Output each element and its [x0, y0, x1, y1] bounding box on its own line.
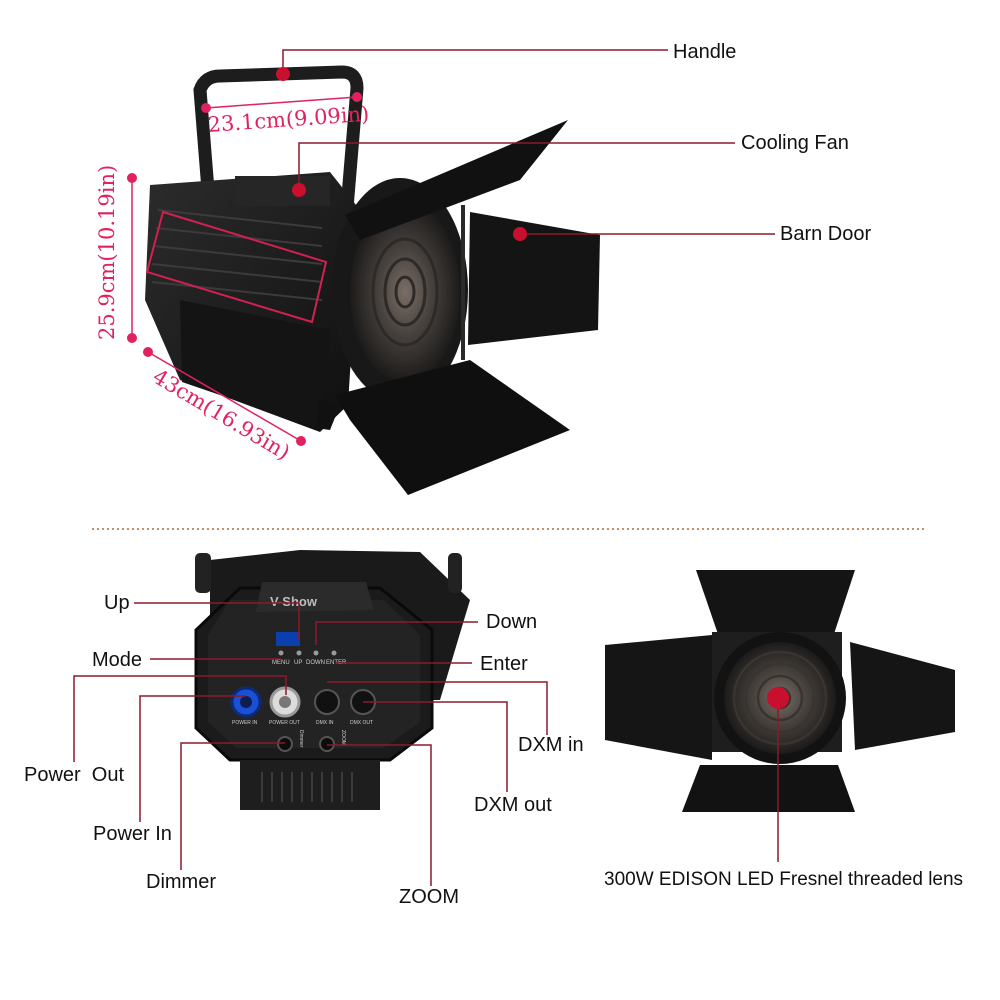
- panel-dimmer-text: Dimmer: [298, 730, 304, 748]
- panel-power-in-text: POWER IN: [232, 720, 258, 726]
- panel-dmx-out-text: DMX OUT: [350, 720, 373, 726]
- callout-markers: [276, 67, 789, 709]
- label-cooling-fan: Cooling Fan: [741, 132, 849, 154]
- label-dimmer: Dimmer: [146, 871, 216, 893]
- label-enter: Enter: [480, 653, 528, 675]
- panel-markings: V-Show MENU UP DOWN ENTER POWER IN POWER…: [232, 594, 373, 748]
- dimension-markers: [127, 92, 362, 446]
- label-lens: 300W EDISON LED Fresnel threaded lens: [604, 869, 964, 890]
- panel-power-out-text: POWER OUT: [269, 720, 300, 726]
- label-up: Up: [104, 592, 130, 614]
- label-power-in: Power In: [93, 823, 172, 845]
- label-mode: Mode: [92, 649, 143, 671]
- panel-zoom-text: ZOOM: [340, 730, 346, 745]
- label-barn-door: Barn Door: [780, 223, 872, 245]
- panel-up-text: UP: [294, 660, 302, 666]
- label-zoom: ZOOM: [399, 886, 459, 908]
- fresnel-light-top-view: [145, 65, 600, 495]
- label-dxm-out: DXM out: [474, 794, 552, 816]
- label-dxm-in: DXM in: [518, 734, 584, 756]
- panel-menu-text: MENU: [272, 660, 290, 666]
- panel-dmx-in-text: DMX IN: [316, 720, 334, 726]
- rear-control-panel: [194, 550, 470, 810]
- label-handle: Handle: [673, 41, 737, 63]
- dimension-height: 25.9cm(10.19in): [95, 164, 119, 340]
- panel-down-text: DOWN: [306, 660, 325, 666]
- label-down: Down: [486, 611, 538, 633]
- front-lens-view: [605, 570, 955, 812]
- callout-leaders: [73, 49, 779, 886]
- label-power-out: Power Out: [24, 764, 125, 786]
- panel-brand-text: V-Show: [270, 594, 318, 609]
